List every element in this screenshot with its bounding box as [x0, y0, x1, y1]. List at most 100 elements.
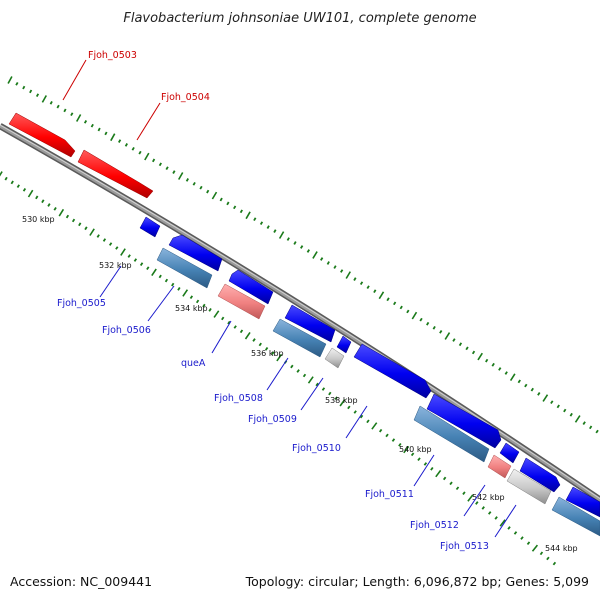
gene-label[interactable]: queA: [181, 358, 206, 369]
minor-tick: [520, 536, 524, 540]
minor-tick: [359, 414, 364, 419]
major-tick: [345, 271, 351, 279]
minor-tick: [264, 346, 269, 351]
minor-tick: [158, 162, 162, 167]
gene-arrow-fjoh-0508[interactable]: [284, 304, 336, 343]
gene-arrow-fjoh-0512[interactable]: [499, 442, 520, 464]
gene-features: [8, 112, 600, 537]
minor-tick: [391, 438, 396, 442]
minor-tick: [530, 387, 534, 392]
gene-label[interactable]: Fjoh_0503: [88, 50, 137, 61]
gene-bar-steel-2[interactable]: [272, 318, 327, 358]
gene-bar-steel-3[interactable]: [413, 405, 490, 463]
minor-tick: [253, 217, 257, 222]
gene-arrow-fjoh-0514[interactable]: [565, 486, 600, 518]
minor-tick: [399, 305, 403, 310]
minor-tick: [504, 371, 508, 375]
major-tick: [110, 133, 116, 142]
gene-arrow-fjoh-0503[interactable]: [8, 112, 76, 158]
minor-tick: [133, 258, 138, 262]
major-tick: [403, 445, 410, 454]
gene-arrow-fjoh-0510[interactable]: [353, 343, 432, 399]
gene-arrow-fjoh-0504[interactable]: [77, 149, 154, 199]
gene-arrow-fjoh-0511[interactable]: [426, 393, 502, 449]
gene-label[interactable]: Fjoh_0508: [214, 393, 263, 404]
gene-bar-steel-4[interactable]: [551, 496, 600, 537]
minor-tick: [471, 350, 476, 355]
minor-tick: [165, 166, 169, 171]
minor-tick: [406, 309, 410, 314]
minor-tick: [35, 93, 40, 98]
gene-label[interactable]: Fjoh_0505: [57, 298, 106, 309]
minor-tick: [266, 225, 270, 229]
gene-label[interactable]: Fjoh_0513: [440, 541, 489, 552]
scale-label: 544 kbp: [545, 544, 578, 553]
minor-tick: [49, 100, 53, 105]
minor-tick: [353, 410, 357, 414]
minor-tick: [320, 257, 324, 261]
major-tick: [276, 353, 283, 362]
major-tick: [371, 422, 378, 430]
minor-tick: [208, 308, 212, 312]
minor-tick: [458, 342, 463, 347]
minor-tick: [47, 203, 51, 207]
gene-bar-pink-2[interactable]: [487, 454, 512, 479]
minor-tick: [104, 131, 108, 136]
minor-tick: [293, 241, 297, 245]
gene-labels: Fjoh_0503 Fjoh_0504 Fjoh_0505 Fjoh_0506 …: [57, 50, 489, 552]
genome-backbone: [0, 123, 600, 504]
minor-tick: [485, 358, 489, 363]
gene-label[interactable]: Fjoh_0509: [248, 414, 297, 425]
major-tick: [444, 332, 451, 340]
major-tick: [182, 289, 189, 297]
minor-tick: [582, 421, 586, 425]
minor-tick: [373, 289, 377, 294]
major-tick: [467, 494, 474, 502]
gene-arrow-fjoh-0506[interactable]: [168, 234, 223, 272]
gene-label[interactable]: Fjoh_0504: [161, 92, 210, 103]
minor-tick: [513, 531, 518, 535]
minor-tick: [131, 146, 135, 151]
major-tick: [339, 399, 346, 407]
minor-tick: [334, 396, 338, 401]
gene-label[interactable]: Fjoh_0511: [365, 489, 414, 500]
gene-bar-gray-1[interactable]: [324, 347, 345, 369]
gene-arrow-fjoh-0505[interactable]: [139, 216, 161, 238]
minor-tick: [326, 261, 330, 265]
minor-tick: [347, 405, 351, 410]
minor-tick: [353, 277, 357, 281]
minor-tick: [16, 184, 20, 188]
minor-tick: [386, 297, 390, 302]
major-tick: [211, 191, 218, 200]
minor-tick: [550, 400, 554, 405]
gene-arrow-fjoh-0513[interactable]: [519, 457, 561, 493]
major-tick: [7, 76, 13, 84]
scale-label: 532 kbp: [99, 261, 132, 270]
minor-tick: [333, 265, 337, 269]
gene-arrow-queA[interactable]: [228, 269, 274, 305]
minor-tick: [171, 282, 175, 287]
major-tick: [76, 114, 82, 122]
gene-bar-pink-1[interactable]: [217, 283, 266, 320]
minor-tick: [124, 143, 128, 147]
minor-tick: [138, 150, 142, 155]
gene-label[interactable]: Fjoh_0506: [102, 325, 151, 336]
minor-tick: [507, 526, 511, 530]
gene-bar-gray-2[interactable]: [506, 468, 552, 505]
minor-tick: [219, 197, 223, 202]
minor-tick: [22, 188, 27, 192]
minor-tick: [96, 234, 100, 238]
gene-bar-steel-1[interactable]: [156, 247, 213, 289]
minor-tick: [423, 462, 428, 466]
minor-tick: [108, 242, 113, 246]
major-tick: [151, 268, 157, 277]
gene-label[interactable]: Fjoh_0512: [410, 520, 459, 531]
gene-label[interactable]: Fjoh_0510: [292, 443, 341, 454]
minor-tick: [524, 383, 528, 388]
minor-tick: [71, 218, 76, 223]
major-tick: [278, 231, 285, 239]
minor-tick: [4, 176, 8, 181]
minor-tick: [127, 254, 131, 258]
gene-arrow-fjoh-0509[interactable]: [336, 335, 352, 354]
minor-tick: [321, 387, 326, 391]
